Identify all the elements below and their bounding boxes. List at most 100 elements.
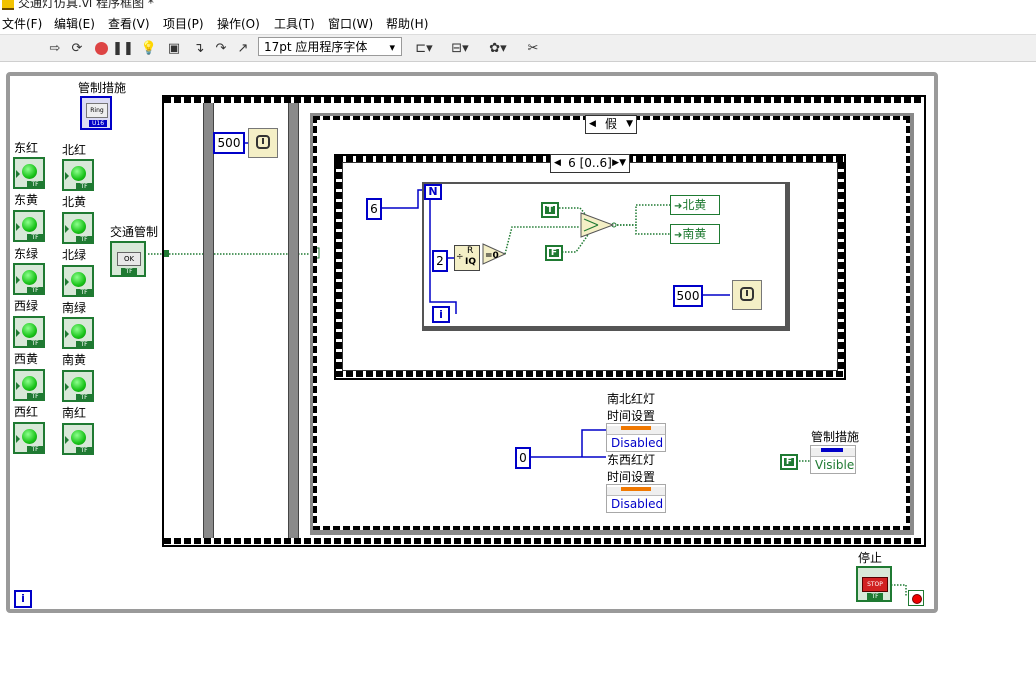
divisor-constant[interactable]: 2 (432, 250, 448, 272)
false-constant-visible-text: F (784, 457, 794, 467)
quotient-r: R (467, 246, 474, 256)
sequence-divider-2[interactable] (288, 103, 299, 538)
wait-ms-outer-icon[interactable] (248, 128, 278, 158)
led-north-green[interactable]: TF (62, 265, 94, 297)
led-east-red[interactable]: TF (13, 157, 45, 189)
led-east-green[interactable]: TF (13, 263, 45, 295)
prop-node-3-label: 管制措施 (811, 430, 860, 444)
case-bottom-film (313, 526, 910, 530)
loop-condition-stop-icon[interactable] (908, 590, 924, 606)
led-south-yellow[interactable]: TF (62, 370, 94, 402)
highlight-bulb-icon[interactable]: 💡 (140, 40, 158, 56)
prop-node-2-label2: 时间设置 (607, 470, 656, 484)
step-over-icon[interactable]: ↷ (215, 40, 227, 56)
led-west-red[interactable]: TF (13, 422, 45, 454)
sequence-selector-label: 6 [0..6] (568, 156, 612, 170)
pause-icon[interactable]: ❚❚ (112, 40, 134, 56)
prop-node-2-label1: 东西红灯 (607, 453, 656, 467)
led-west-green[interactable]: TF (13, 316, 45, 348)
align-objects-icon[interactable]: ⊏▾ (415, 40, 433, 56)
font-select[interactable]: 17pt 应用程序字体 (258, 37, 402, 57)
equal-zero-icon[interactable]: =0 (482, 243, 506, 265)
led-north-yellow[interactable]: TF (62, 212, 94, 244)
true-constant[interactable]: T (541, 202, 559, 218)
outer-flat-sequence[interactable] (162, 95, 926, 547)
menu-project[interactable]: 项目(P) (163, 17, 204, 31)
led-north-red[interactable]: TF (62, 159, 94, 191)
step-into-icon[interactable]: ↴ (193, 40, 205, 56)
local-var-south-yellow[interactable]: ➜南黄 (670, 224, 720, 244)
case-next-icon[interactable]: ▼ (626, 119, 633, 129)
local-var-arrow-icon: ➜ (674, 230, 683, 241)
property-node-ring-visible-value: Visible (815, 458, 855, 472)
while-loop-iteration-terminal[interactable]: i (14, 590, 32, 608)
retain-wire-values-icon[interactable]: ▣ (167, 40, 181, 56)
quotient-iq: IQ (465, 257, 476, 267)
menu-view[interactable]: 查看(V) (108, 17, 150, 31)
local-var-north-yellow[interactable]: ➜北黄 (670, 195, 720, 215)
case-selector[interactable]: ◀ 假 ▼ (585, 115, 637, 134)
sequence-divider-1[interactable] (203, 103, 214, 538)
led-south-red[interactable]: TF (62, 423, 94, 455)
menu-edit[interactable]: 编辑(E) (54, 17, 95, 31)
menu-help[interactable]: 帮助(H) (386, 17, 429, 31)
led-label-north-green: 北绿 (62, 248, 87, 262)
reorder-icon[interactable]: ✿▾ (489, 40, 507, 56)
local-var-south-yellow-label: 南黄 (682, 227, 707, 241)
wait-ms-constant-outer[interactable]: 500 (213, 132, 245, 154)
loop-count-constant[interactable]: 6 (366, 198, 382, 220)
quotient-remainder-icon[interactable]: ÷ R IQ (454, 245, 480, 271)
led-east-yellow[interactable]: TF (13, 210, 45, 242)
led-west-yellow[interactable]: TF (13, 369, 45, 401)
distribute-objects-icon[interactable]: ⊟▾ (451, 40, 469, 56)
menu-operate[interactable]: 操作(O) (217, 17, 260, 31)
sequence-prev-icon[interactable]: ◀ (554, 158, 561, 168)
led-label-east-green: 东绿 (14, 247, 39, 261)
ring-text: Ring (86, 103, 108, 118)
wait-ms-inner-icon[interactable] (732, 280, 762, 310)
prop-node-1-label2: 时间设置 (607, 409, 656, 423)
traffic-control-terminal[interactable]: OK TF (110, 241, 146, 277)
led-label-north-yellow: 北黄 (62, 195, 87, 209)
led-south-green[interactable]: TF (62, 317, 94, 349)
led-label-east-red: 东红 (14, 141, 39, 155)
stop-terminal[interactable]: STOP TF (856, 566, 892, 602)
property-node-ns-red[interactable]: Disabled (606, 423, 666, 452)
select-icon[interactable] (580, 210, 614, 240)
menu-file[interactable]: 文件(F) (2, 17, 43, 31)
ring-label: 管制措施 (78, 81, 127, 95)
title-bar: 交通灯仿真.vi 程序框图 * (0, 0, 1036, 12)
loop-iteration-terminal[interactable]: i (432, 306, 450, 323)
case-prev-icon[interactable]: ◀ (589, 119, 596, 129)
sequence-selector[interactable]: ◀ 6 [0..6] ▶▼ (550, 154, 630, 173)
property-node-header (607, 487, 665, 496)
property-node-ew-red[interactable]: Disabled (606, 484, 666, 513)
menu-window[interactable]: 窗口(W) (328, 17, 374, 31)
property-node-ring-visible[interactable]: Visible (810, 445, 856, 474)
menu-bar: 文件(F) 编辑(E) 查看(V) 项目(P) 操作(O) 工具(T) 窗口(W… (0, 12, 1036, 35)
run-continuously-icon[interactable]: ⟳ (71, 40, 83, 56)
vi-icon (2, 0, 14, 10)
step-out-icon[interactable]: ↗ (237, 40, 249, 56)
false-constant[interactable]: F (545, 245, 563, 261)
prop-node-1-label1: 南北红灯 (607, 392, 656, 406)
abort-icon[interactable] (92, 39, 110, 57)
outer-sequence-bottom-film (164, 538, 924, 544)
led-label-south-green: 南绿 (62, 301, 87, 315)
wait-ms-constant-inner[interactable]: 500 (673, 285, 703, 307)
stop-button-text: STOP (862, 577, 888, 592)
case-right-film (906, 116, 910, 530)
toolbar: ⇨ ⟳ ❚❚ 💡 ▣ ↴ ↷ ↗ 17pt 应用程序字体 ⊏▾ ⊟▾ ✿▾ ✂ (0, 35, 1036, 62)
false-constant-visible[interactable]: F (780, 454, 798, 470)
stacked-sequence-bottom-film (336, 371, 844, 377)
menu-tools[interactable]: 工具(T) (274, 17, 315, 31)
zero-constant[interactable]: 0 (515, 447, 531, 469)
ring-terminal[interactable]: Ring U16 (80, 96, 112, 130)
run-arrow-icon[interactable]: ⇨ (49, 40, 61, 56)
property-node-header (811, 448, 855, 457)
loop-count-terminal[interactable]: N (424, 184, 442, 200)
cleanup-diagram-icon[interactable]: ✂ (527, 40, 539, 56)
ok-button-text: OK (117, 252, 141, 266)
sequence-next-icon[interactable]: ▶▼ (612, 158, 626, 168)
for-loop[interactable] (422, 182, 790, 331)
